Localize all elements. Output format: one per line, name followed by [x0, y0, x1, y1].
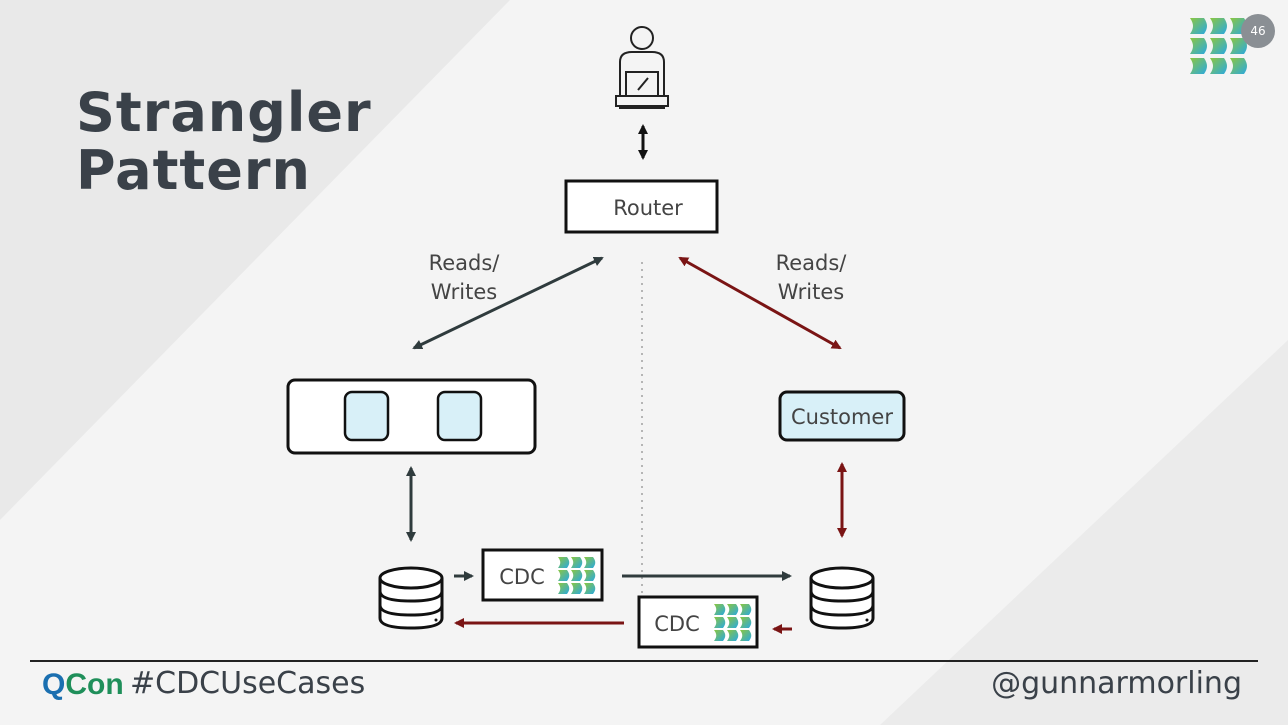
footer-handle: @gunnarmorling	[991, 666, 1242, 701]
reads-writes-left-2: Writes	[431, 280, 497, 304]
router-customer-arrow	[678, 256, 842, 350]
qcon-logo: QCon	[42, 668, 124, 702]
router-monolith-arrow	[412, 256, 604, 350]
router-label: Router	[613, 196, 683, 220]
customer-service-box	[778, 390, 906, 442]
debezium-logo-icon	[558, 557, 596, 594]
user-at-laptop-icon	[615, 26, 669, 109]
reads-writes-right-2: Writes	[778, 280, 844, 304]
debezium-logo-icon	[714, 604, 752, 641]
cdc-bottom-label: CDC	[654, 612, 700, 636]
customer-label: Customer	[791, 405, 893, 429]
reads-writes-left-1: Reads/	[429, 251, 501, 275]
cdc-top-label: CDC	[499, 565, 545, 589]
page-number-badge: 46	[1241, 14, 1275, 48]
monolith-box	[286, 378, 537, 455]
qcon-con: Con	[65, 668, 124, 701]
title-line-1: Strangler	[76, 81, 372, 144]
footer-hashtag: #CDCUseCases	[130, 666, 366, 701]
database-icon	[809, 566, 875, 630]
monolith-module-1	[343, 390, 390, 442]
router-box	[564, 179, 719, 234]
reads-writes-right-1: Reads/	[776, 251, 848, 275]
monolith-module-2	[436, 390, 483, 442]
database-icon	[378, 566, 444, 630]
footer-divider	[30, 660, 1258, 662]
slide-title: Strangler Pattern	[76, 84, 372, 200]
qcon-q: Q	[42, 668, 66, 701]
title-line-2: Pattern	[76, 139, 311, 202]
